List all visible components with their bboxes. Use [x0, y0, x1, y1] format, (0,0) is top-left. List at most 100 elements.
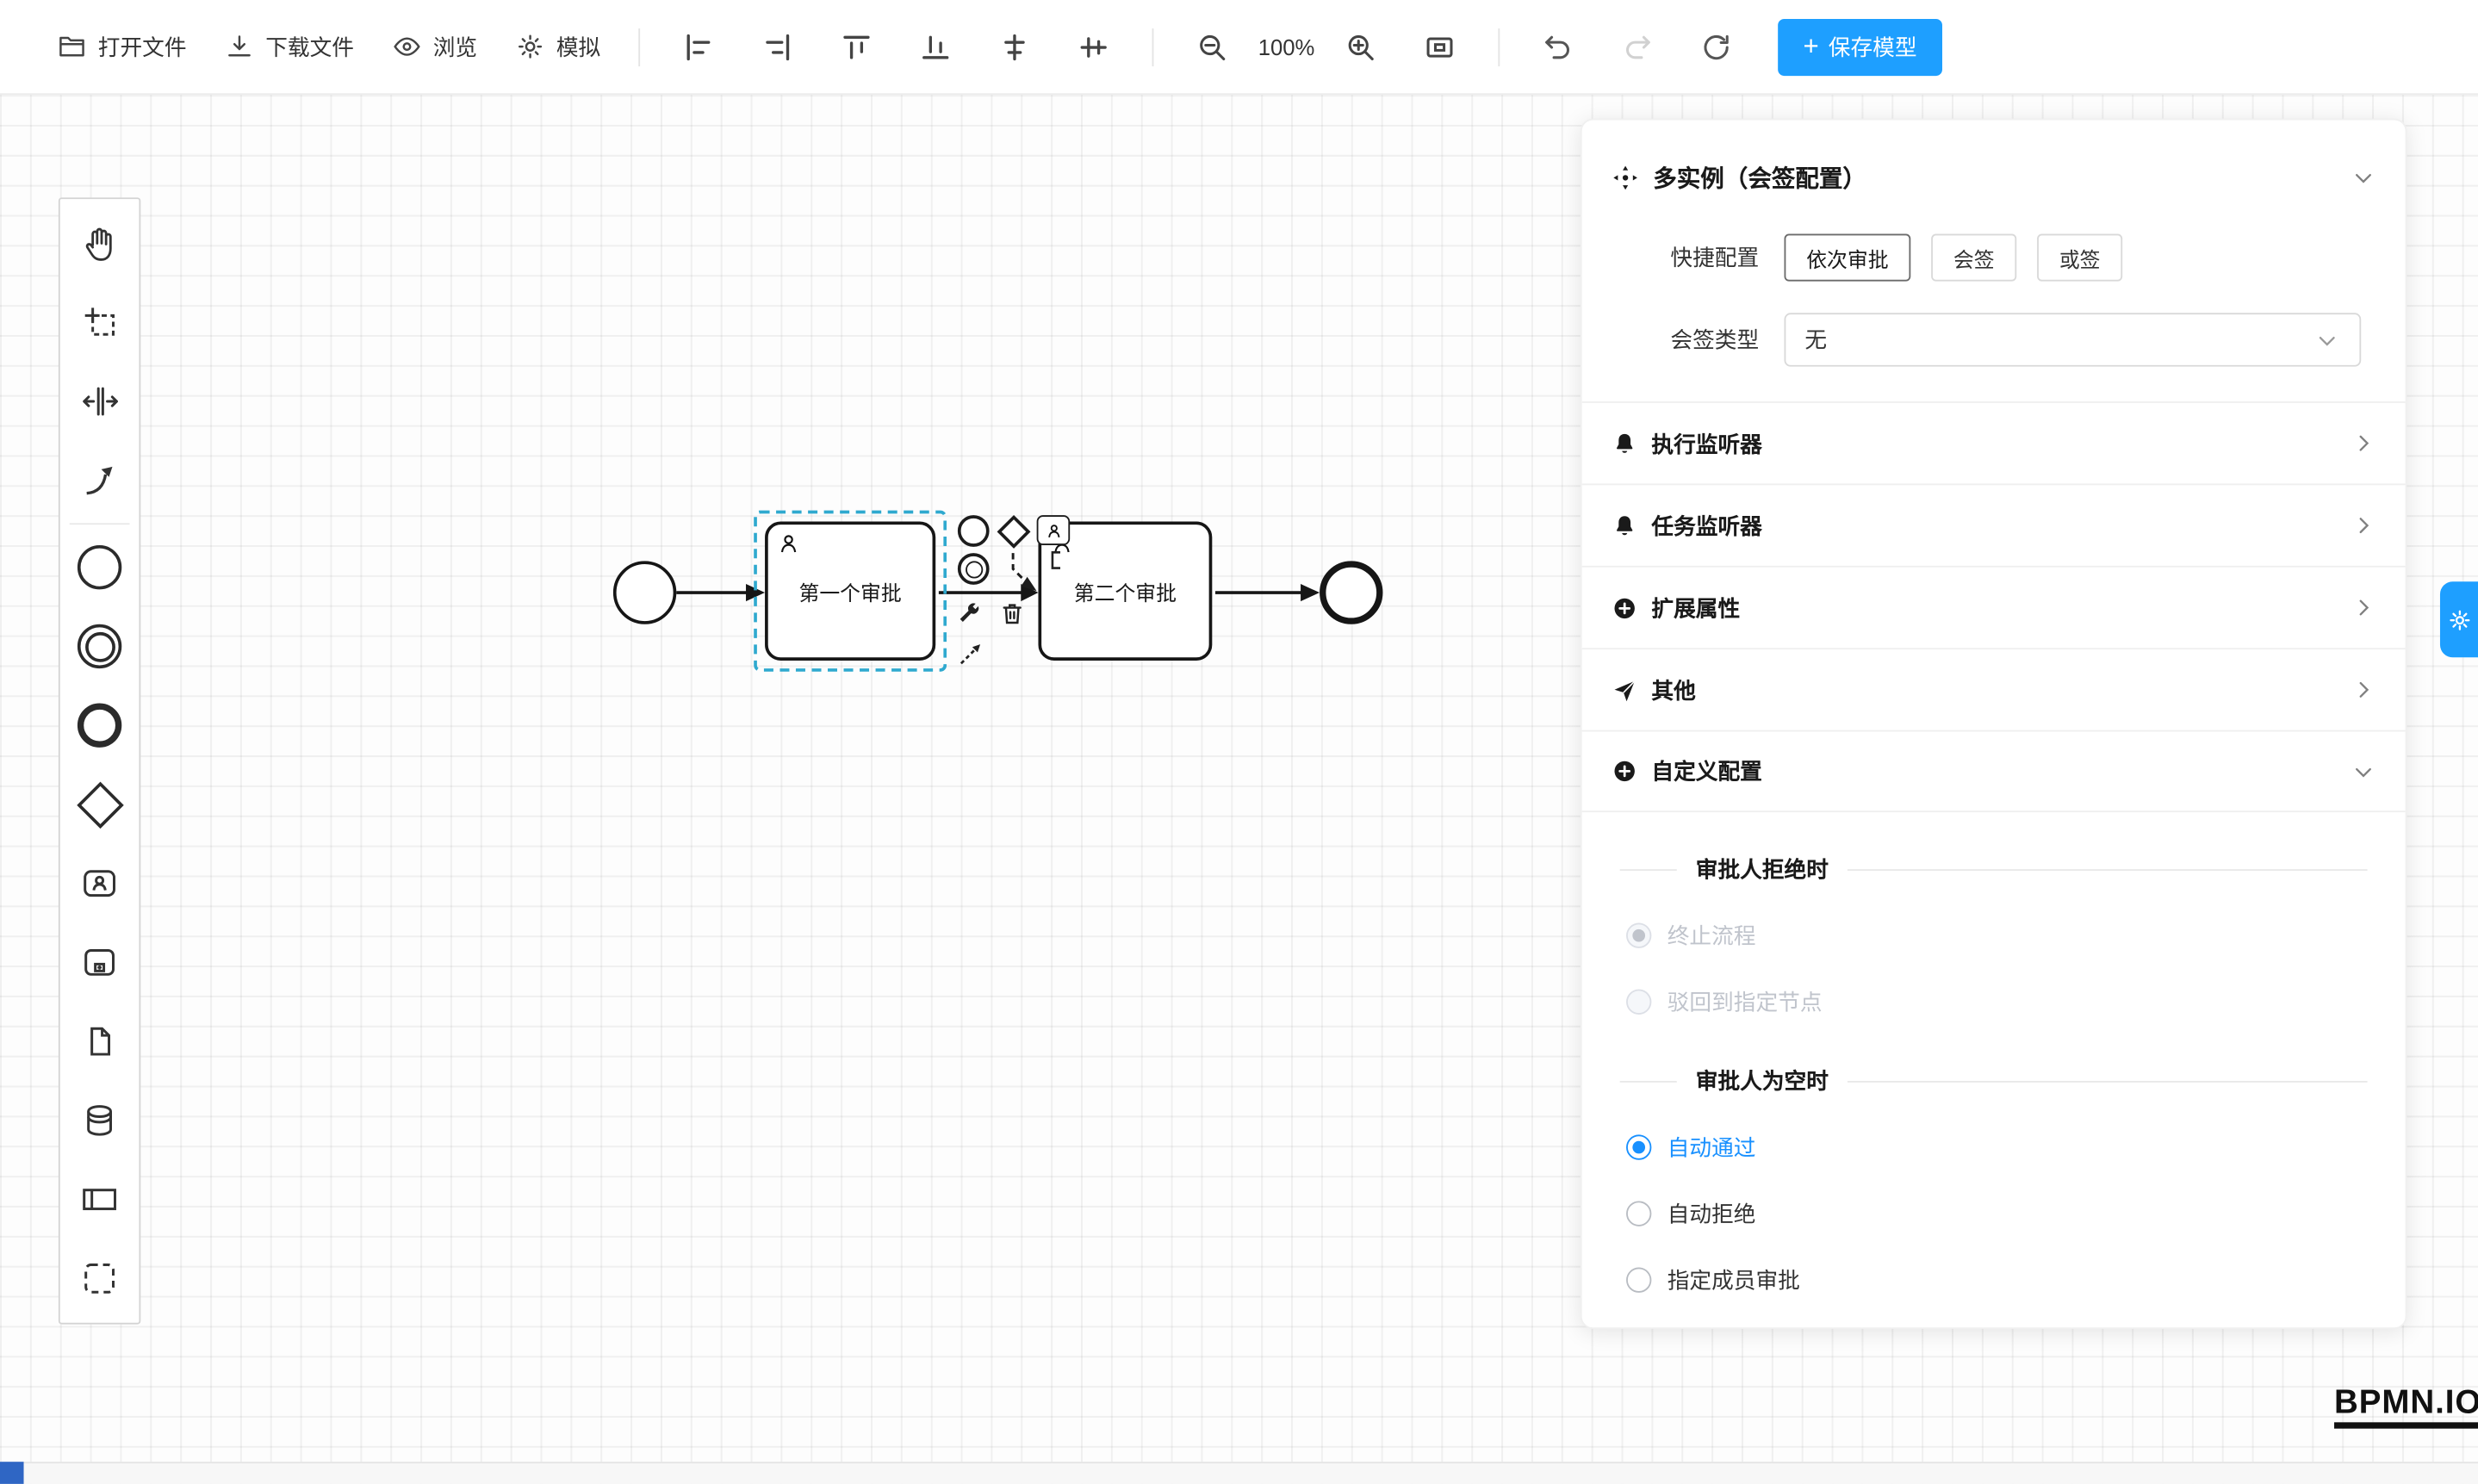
align-center-vertical-icon	[1077, 29, 1111, 64]
palette-group[interactable]	[60, 1239, 140, 1318]
section-task-listener[interactable]: 任务监听器	[1581, 483, 2406, 565]
zoom-in-button[interactable]	[1332, 18, 1389, 75]
quick-option-countersign-button[interactable]: 会签	[1931, 233, 2017, 282]
task-second-approval[interactable]: 第二个审批	[1038, 521, 1213, 661]
chevron-right-icon	[2350, 512, 2376, 538]
radio-row-auto-pass[interactable]: 自动通过	[1626, 1132, 2361, 1164]
radio-reject-to-node[interactable]	[1626, 989, 1652, 1015]
redo-icon	[1620, 29, 1655, 64]
empty-divider: 审批人为空时	[1619, 1065, 2368, 1097]
radio-row-terminate[interactable]: 终止流程	[1626, 920, 2361, 952]
contextpad-change-type-button[interactable]	[954, 599, 983, 627]
radio-row-assign-member[interactable]: 指定成员审批	[1626, 1264, 2361, 1296]
contextpad-delete-button[interactable]	[997, 599, 1028, 629]
align-center-horizontal-button[interactable]	[986, 18, 1043, 75]
intermediate-event-icon	[77, 624, 122, 669]
download-file-label: 下载文件	[265, 34, 354, 59]
reject-divider: 审批人拒绝时	[1619, 854, 2368, 885]
folder-open-icon	[57, 32, 87, 62]
palette-subprocess[interactable]	[60, 923, 140, 1003]
contextpad-append-end-event-button[interactable]	[957, 515, 990, 547]
undo-button[interactable]	[1530, 18, 1587, 75]
align-top-button[interactable]	[828, 18, 885, 75]
multi-instance-header[interactable]: 多实例（会签配置）	[1582, 142, 2406, 212]
palette-global-connect-tool[interactable]	[60, 441, 140, 520]
subprocess-icon	[84, 949, 115, 976]
radio-row-reject-to-node[interactable]: 驳回到指定节点	[1626, 986, 2361, 1018]
align-right-button[interactable]	[749, 18, 806, 75]
zoom-in-icon	[1344, 29, 1378, 64]
preview-label: 浏览	[432, 34, 478, 59]
sign-type-select[interactable]: 无	[1784, 313, 2362, 367]
radio-terminate[interactable]	[1626, 922, 1652, 948]
contextpad-append-intermediate-event-button[interactable]	[957, 553, 990, 585]
sign-type-label: 会签类型	[1670, 326, 1760, 353]
palette-data-object[interactable]	[60, 1002, 140, 1081]
undo-icon	[1541, 29, 1575, 64]
palette-data-store[interactable]	[60, 1081, 140, 1160]
align-center-vertical-button[interactable]	[1065, 18, 1122, 75]
download-file-button[interactable]: 下载文件	[206, 18, 373, 75]
align-bottom-button[interactable]	[907, 18, 964, 75]
quick-option-sequential-button[interactable]: 依次审批	[1784, 233, 1911, 282]
palette-lasso-tool[interactable]	[60, 283, 140, 362]
radio-assign-member[interactable]	[1626, 1267, 1652, 1293]
simulate-button[interactable]: 模拟	[496, 18, 619, 75]
refresh-button[interactable]	[1688, 18, 1745, 75]
radio-label: 指定成员审批	[1667, 1267, 1800, 1293]
start-event-shape[interactable]	[612, 561, 677, 624]
radio-auto-reject[interactable]	[1626, 1201, 1652, 1226]
palette-end-event[interactable]	[60, 686, 140, 765]
zoom-out-button[interactable]	[1183, 18, 1240, 75]
bpmn-io-logo[interactable]: BPMN.IO	[2334, 1384, 2478, 1429]
quick-option-orsign-button[interactable]: 或签	[2037, 233, 2123, 282]
palette-space-tool[interactable]	[60, 362, 140, 441]
data-store-icon	[87, 1105, 113, 1136]
radio-auto-pass[interactable]	[1626, 1134, 1652, 1160]
align-right-icon	[761, 29, 795, 64]
section-extended-properties[interactable]: 扩展属性	[1581, 565, 2406, 648]
fit-viewport-icon	[1422, 29, 1456, 64]
palette-gateway[interactable]	[60, 765, 140, 844]
open-file-button[interactable]: 打开文件	[38, 18, 205, 75]
contextpad-append-user-task-button[interactable]	[1036, 515, 1071, 546]
redo-button[interactable]	[1609, 18, 1666, 75]
plus-circle-icon	[1611, 593, 1639, 622]
start-event-icon	[77, 545, 122, 590]
preview-button[interactable]: 浏览	[373, 18, 496, 75]
end-event-icon	[77, 703, 122, 748]
contextpad-append-gateway-button[interactable]	[997, 514, 1031, 549]
radio-label: 自动通过	[1667, 1134, 1756, 1160]
align-left-button[interactable]	[670, 18, 727, 75]
save-model-label: 保存模型	[1828, 34, 1917, 59]
palette-hand-tool[interactable]	[60, 204, 140, 283]
fit-viewport-button[interactable]	[1411, 18, 1468, 75]
palette-participant[interactable]	[60, 1160, 140, 1239]
trash-icon	[1003, 604, 1022, 624]
bell-icon	[1611, 429, 1639, 457]
user-icon	[776, 531, 801, 556]
chevron-right-icon	[2350, 594, 2376, 621]
palette-user-task[interactable]	[60, 844, 140, 923]
save-model-button[interactable]: + 保存模型	[1778, 18, 1942, 76]
task-first-approval[interactable]: 第一个审批	[765, 521, 936, 661]
section-other[interactable]: 其他	[1581, 648, 2406, 730]
contextpad-text-annotation-button[interactable]	[1045, 547, 1071, 574]
section-execution-listener[interactable]: 执行监听器	[1581, 401, 2406, 483]
chevron-down-icon[interactable]	[2350, 164, 2376, 190]
sign-type-value: 无	[1804, 326, 1828, 353]
chevron-right-icon	[2350, 430, 2376, 456]
palette-start-event[interactable]	[60, 528, 140, 607]
align-center-horizontal-icon	[997, 29, 1032, 64]
align-top-icon	[839, 29, 873, 64]
collapsible-sections: 执行监听器 任务监听器 扩展属性	[1581, 401, 2406, 813]
section-label: 其他	[1651, 677, 1696, 703]
radio-row-auto-reject[interactable]: 自动拒绝	[1626, 1198, 2361, 1230]
horizontal-scrollbar[interactable]	[0, 1462, 2478, 1484]
palette-intermediate-event[interactable]	[60, 607, 140, 686]
panel-toggle-tab[interactable]	[2439, 581, 2478, 658]
section-custom-config[interactable]: 自定义配置	[1581, 730, 2406, 813]
end-event-shape[interactable]	[1320, 561, 1383, 624]
open-file-label: 打开文件	[97, 34, 187, 59]
contextpad-connect-button[interactable]	[953, 638, 987, 670]
